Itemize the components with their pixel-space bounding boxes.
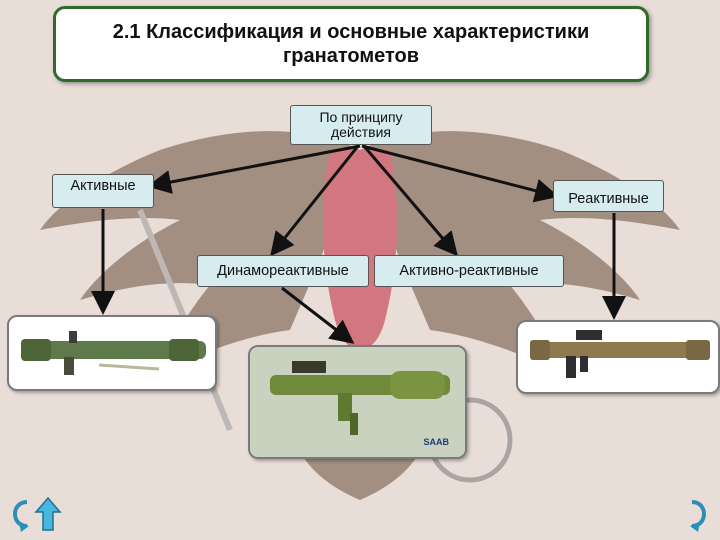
return-arrow-icon[interactable]	[5, 496, 33, 532]
launcher-image	[518, 322, 718, 392]
node-by-principle: По принципу действия	[290, 105, 432, 145]
node-dynamoreactive: Динамореактивные	[197, 255, 369, 287]
photo-reactive-launcher	[516, 320, 720, 394]
up-arrow-icon[interactable]	[34, 496, 62, 532]
slide-title-box: 2.1 Классификация и основные характерист…	[53, 6, 649, 82]
photo-dynamoreactive-launcher: SAAB	[248, 345, 467, 459]
saab-logo: SAAB	[423, 437, 449, 447]
node-active: Активные	[52, 174, 154, 208]
launcher-image	[9, 317, 215, 389]
node-reactive: Реактивные	[553, 180, 664, 212]
node-active-reactive: Активно-реактивные	[374, 255, 564, 287]
photo-active-launcher	[7, 315, 217, 391]
slide-title: 2.1 Классификация и основные характерист…	[113, 20, 590, 68]
curved-arrow-icon[interactable]	[686, 496, 714, 532]
